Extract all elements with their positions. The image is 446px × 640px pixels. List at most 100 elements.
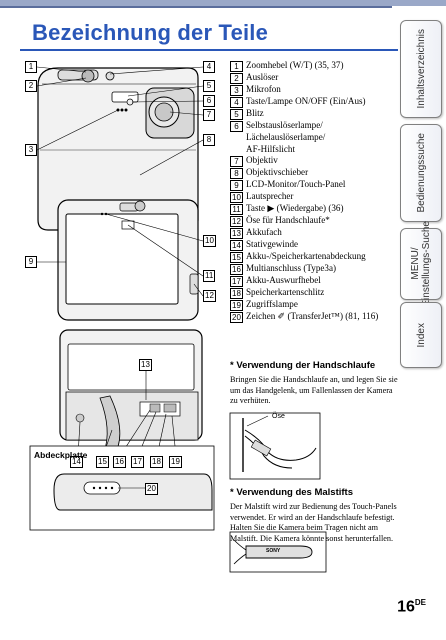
tab-bedienungssuche[interactable]: Bedienungssuche <box>400 124 442 222</box>
callout-17: 17 <box>131 456 144 468</box>
part-text: Öse für Handschlaufe* <box>246 215 330 226</box>
stylus-illustration <box>229 531 327 573</box>
part-number: 9 <box>230 180 243 192</box>
callout-5: 5 <box>203 80 215 92</box>
part-text: LCD-Monitor/Touch-Panel <box>246 179 346 190</box>
camera-front-illustration <box>37 67 199 231</box>
part-text: Selbstauslöserlampe/ Lächelauslöserlampe… <box>246 120 326 154</box>
stylus-note-text: Der Malstift wird zur Bedienung des Touc… <box>230 502 397 543</box>
callout-9: 9 <box>25 256 37 268</box>
part-number: 20 <box>230 312 243 324</box>
part-number: 3 <box>230 85 243 96</box>
cover-plate-illustration <box>29 445 215 531</box>
part-text: Taste/Lampe ON/OFF (Ein/Aus) <box>246 96 366 106</box>
page-title: Bezeichnung der Teile <box>32 20 269 45</box>
tab-inhaltsverzeichnis[interactable]: Inhaltsverzeichnis <box>400 20 442 118</box>
part-number: 12 <box>230 216 243 228</box>
strap-note-text: Bringen Sie die Handschlaufe an, und leg… <box>230 375 398 406</box>
tab-index[interactable]: Index <box>400 302 442 368</box>
part-number: 14 <box>230 240 243 252</box>
page-number: 16DE <box>397 598 426 616</box>
part-text: Auslöser <box>246 72 279 82</box>
part-number: 13 <box>230 228 243 240</box>
part-number: 8 <box>230 168 243 180</box>
callout-20: 20 <box>145 483 158 495</box>
part-text: Akku-Auswurfhebel <box>246 275 321 286</box>
callout-15: 15 <box>96 456 109 468</box>
part-text: Lautsprecher <box>246 191 294 202</box>
callout-2: 2 <box>25 80 37 92</box>
part-text: Objektivschieber <box>246 167 309 178</box>
part-text: Taste ▶ (Wiedergabe) (36) <box>246 203 344 214</box>
callout-16: 16 <box>113 456 126 468</box>
part-number: 19 <box>230 300 243 312</box>
top-bar <box>0 0 446 6</box>
part-text: Zeichen ✐ (TransferJet™) (81, 116) <box>246 311 379 322</box>
part-text: Zugriffslampe <box>246 299 298 310</box>
part-number: 10 <box>230 192 243 204</box>
part-text: Zoomhebel (W/T) (35, 37) <box>246 60 344 70</box>
stylus-brand: SONY <box>266 548 281 554</box>
strap-illustration <box>229 412 321 480</box>
callout-8: 8 <box>203 134 215 146</box>
callout-4: 4 <box>203 61 215 73</box>
strap-note-title: * Verwendung der Handschlaufe <box>230 360 376 371</box>
part-number: 6 <box>230 121 243 132</box>
part-number: 16 <box>230 264 243 276</box>
part-number: 15 <box>230 252 243 264</box>
part-number: 4 <box>230 97 243 108</box>
page-number-value: 16 <box>397 598 415 616</box>
callout-1: 1 <box>25 61 37 73</box>
part-number: 2 <box>230 73 243 84</box>
strap-eyelet-label: Öse <box>272 413 285 420</box>
callout-18: 18 <box>150 456 163 468</box>
callout-19: 19 <box>169 456 182 468</box>
part-text: Akkufach <box>246 227 282 238</box>
callout-13: 13 <box>139 359 152 371</box>
part-number: 11 <box>230 204 243 216</box>
part-number: 17 <box>230 276 243 288</box>
part-text: Speicherkartenschlitz <box>246 287 325 298</box>
callout-7: 7 <box>203 109 215 121</box>
part-number: 7 <box>230 156 243 168</box>
part-text: Blitz <box>246 108 264 118</box>
part-text: Objektiv <box>246 155 278 166</box>
part-text: Akku-/Speicherkartenabdeckung <box>246 251 366 262</box>
camera-back-illustration <box>57 199 199 321</box>
stylus-note-title: * Verwendung des Malstifts <box>230 487 353 498</box>
title-rule <box>20 49 398 51</box>
page-number-suffix: DE <box>414 598 426 607</box>
callout-6: 6 <box>203 95 215 107</box>
cover-plate-label: Abdeckplatte <box>34 450 88 460</box>
part-number: 18 <box>230 288 243 300</box>
camera-bottom-illustration <box>59 329 203 453</box>
part-text: Stativgewinde <box>246 239 299 250</box>
callout-12: 12 <box>203 290 216 302</box>
callout-10: 10 <box>203 235 216 247</box>
part-number: 5 <box>230 109 243 120</box>
top-line <box>0 6 392 8</box>
callout-11: 11 <box>203 270 216 282</box>
part-text: Mikrofon <box>246 84 281 94</box>
callout-3: 3 <box>25 144 37 156</box>
tab-menu-einstellungs-suche[interactable]: MENU/ Einstellungs-Suche <box>400 221 442 307</box>
